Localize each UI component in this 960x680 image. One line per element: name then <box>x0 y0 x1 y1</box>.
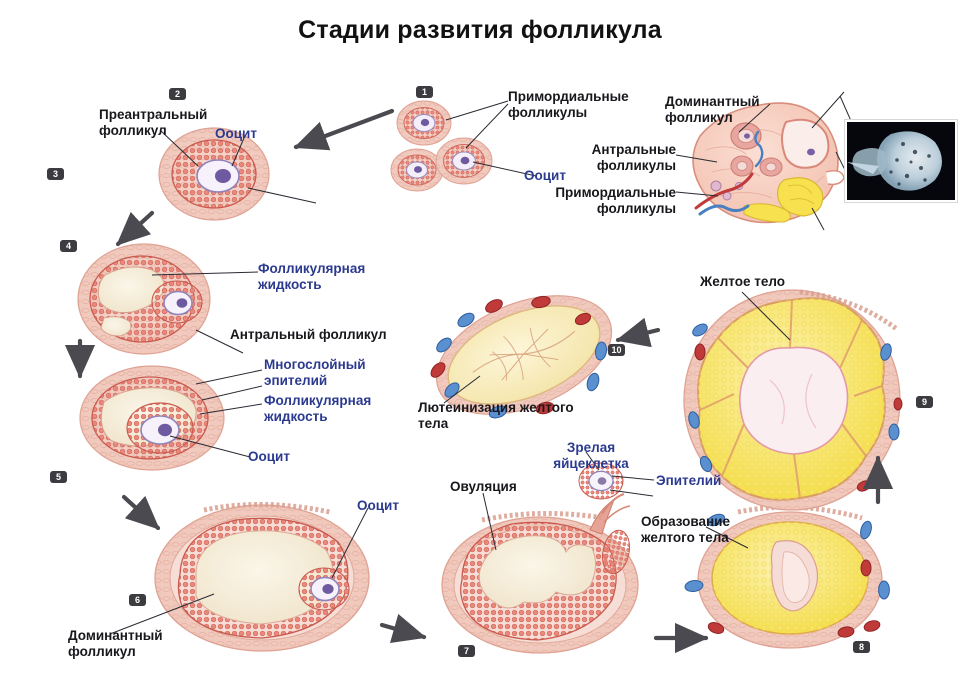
label-corpus-luteum-formation: Образование желтого тела <box>641 514 730 545</box>
label-corpus-luteum: Желтое тело <box>700 274 785 289</box>
label-epithelium: Эпителий <box>656 473 722 488</box>
page-title: Стадии развития фолликула <box>298 16 662 44</box>
label-dominant-follicle-stage6: Доминантный фолликул <box>68 628 163 659</box>
arrow-6-to-7 <box>379 613 427 643</box>
leader-lines <box>109 91 881 635</box>
label-ovulation: Овуляция <box>450 479 517 494</box>
stage-badge-8: 8 <box>853 641 870 653</box>
label-oocyte-stage6: Ооцит <box>357 498 399 513</box>
arrow-1-to-2 <box>293 108 395 151</box>
stage-1-primordial-follicles <box>390 100 493 192</box>
stage-badge-2: 2 <box>169 88 186 100</box>
label-primordial-follicles-top: Примордиальные фолликулы <box>508 89 629 120</box>
label-preantral-follicle: Преантральный фолликул <box>99 107 208 138</box>
label-luteinization: Лютеинизация желтого тела <box>418 400 574 431</box>
label-follicular-fluid-stage4: Фолликулярная жидкость <box>258 261 366 292</box>
label-follicular-fluid-stage5: Фолликулярная жидкость <box>264 393 372 424</box>
label-oocyte-stage1: Ооцит <box>524 168 566 183</box>
stage-4-early-antral-follicle <box>77 243 211 355</box>
stage-badge-5: 5 <box>50 471 67 483</box>
stage-badge-10: 10 <box>608 344 625 356</box>
label-primordial-follicles-ovary: Примордиальные фолликулы <box>555 185 676 216</box>
stage-badge-1: 1 <box>416 86 433 98</box>
stage-7-ovulation <box>441 493 639 654</box>
label-oocyte-stage5: Ооцит <box>248 449 290 464</box>
stage-badge-4: 4 <box>60 240 77 252</box>
label-antral-follicle: Антральный фолликул <box>230 327 387 342</box>
stage-badge-6: 6 <box>129 594 146 606</box>
micrograph-photo-inset <box>845 120 957 202</box>
label-multilayer-epithelium: Многослойный эпителий <box>264 357 366 388</box>
stage-badge-7: 7 <box>458 645 475 657</box>
arrow-5-to-6 <box>121 494 161 531</box>
label-dominant-follicle-ovary: Доминантный фолликул <box>665 94 760 125</box>
arrow-2-to-3 <box>115 210 155 247</box>
stage-6-dominant-follicle <box>154 502 370 652</box>
stage-5-antral-follicle <box>79 365 225 471</box>
stage-badge-9: 9 <box>916 396 933 408</box>
flow-arrows <box>64 108 894 654</box>
arrow-9-to-10 <box>615 317 661 348</box>
label-antral-follicles-ovary: Антральные фолликулы <box>591 142 676 173</box>
stage-badge-3: 3 <box>47 168 64 180</box>
label-oocyte-stage2: Ооцит <box>215 126 257 141</box>
label-mature-ovum: Зрелая яйцеклетка <box>553 440 629 471</box>
